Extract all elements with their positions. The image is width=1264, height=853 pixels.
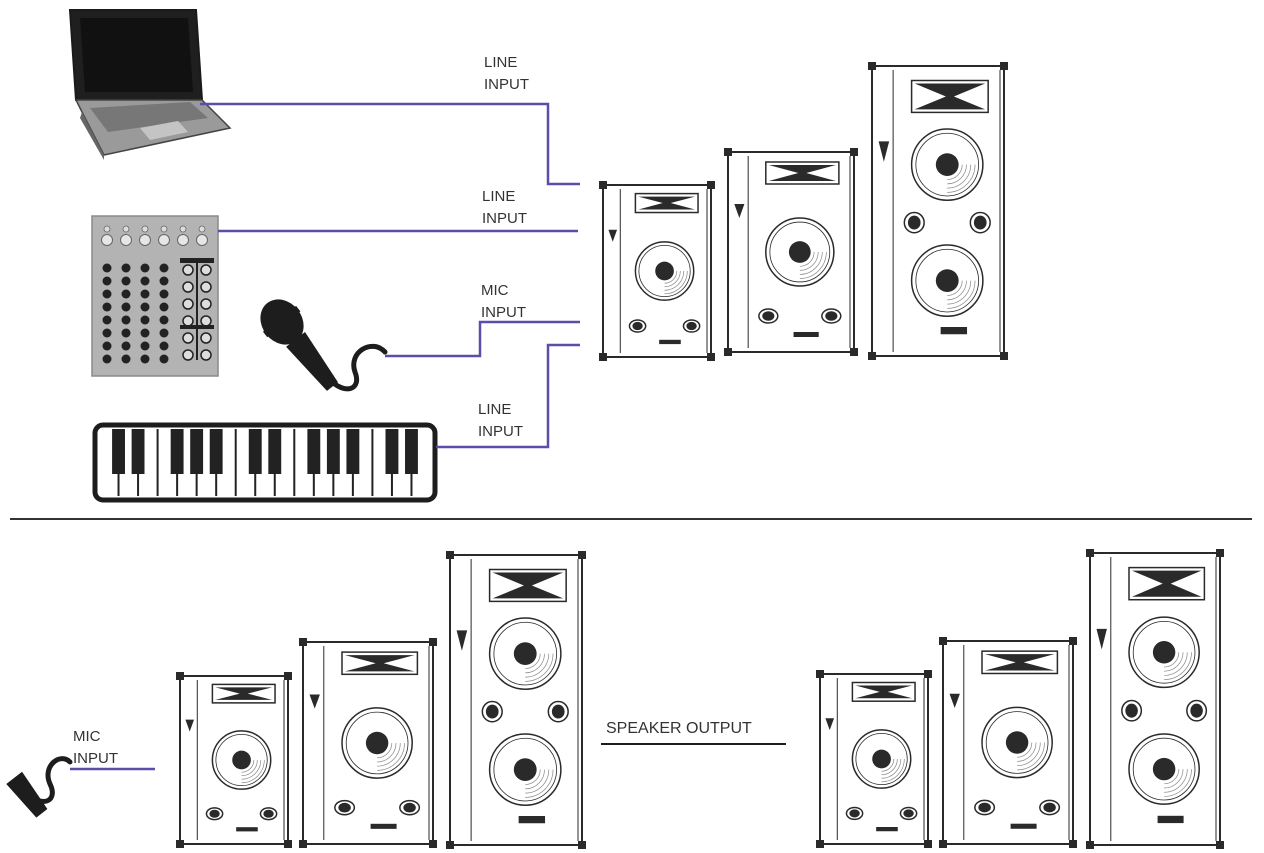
label-line1: LINE — [478, 401, 512, 418]
label-mic-input-top: MIC INPUT — [481, 280, 526, 324]
label-line2: INPUT — [482, 210, 527, 227]
microphone-icon — [260, 299, 388, 392]
label-line2: INPUT — [484, 76, 529, 93]
label-keyboard-line-input: LINE INPUT — [478, 399, 523, 443]
speaker-cabinet-icon — [724, 148, 858, 356]
cable-keyboard — [436, 343, 580, 449]
label-laptop-line-input: LINE INPUT — [484, 52, 529, 96]
cable-mic-top — [385, 320, 580, 358]
label-line1: LINE — [484, 54, 518, 71]
keyboard-icon — [92, 422, 438, 503]
label-speaker-output: SPEAKER OUTPUT — [606, 718, 752, 740]
speaker-cabinet-icon — [176, 672, 292, 848]
label-line2: INPUT — [478, 423, 523, 440]
label-mixer-line-input: LINE INPUT — [482, 186, 527, 230]
label-line2: INPUT — [481, 304, 526, 321]
mixer-icon — [91, 215, 219, 377]
cable-lines — [200, 102, 580, 449]
speaker-cabinet-icon — [599, 181, 715, 361]
laptop-icon — [68, 9, 232, 160]
speaker-cabinet-icon — [939, 637, 1077, 848]
label-line1: LINE — [482, 188, 516, 205]
speaker-cabinet-icon — [446, 551, 586, 849]
label-line2: INPUT — [73, 750, 118, 767]
speaker-cabinet-icon — [1086, 549, 1224, 849]
label-line1: MIC — [481, 282, 509, 299]
label-line1: MIC — [73, 728, 101, 745]
speaker-cabinet-icon — [816, 670, 932, 848]
microphone-icon — [6, 756, 73, 818]
speaker-cabinet-icon — [299, 638, 437, 848]
label-mic-input-bottom: MIC INPUT — [73, 726, 118, 770]
label-text: SPEAKER OUTPUT — [606, 720, 752, 737]
speaker-cabinet-icon — [868, 62, 1008, 360]
cable-laptop — [200, 102, 580, 186]
